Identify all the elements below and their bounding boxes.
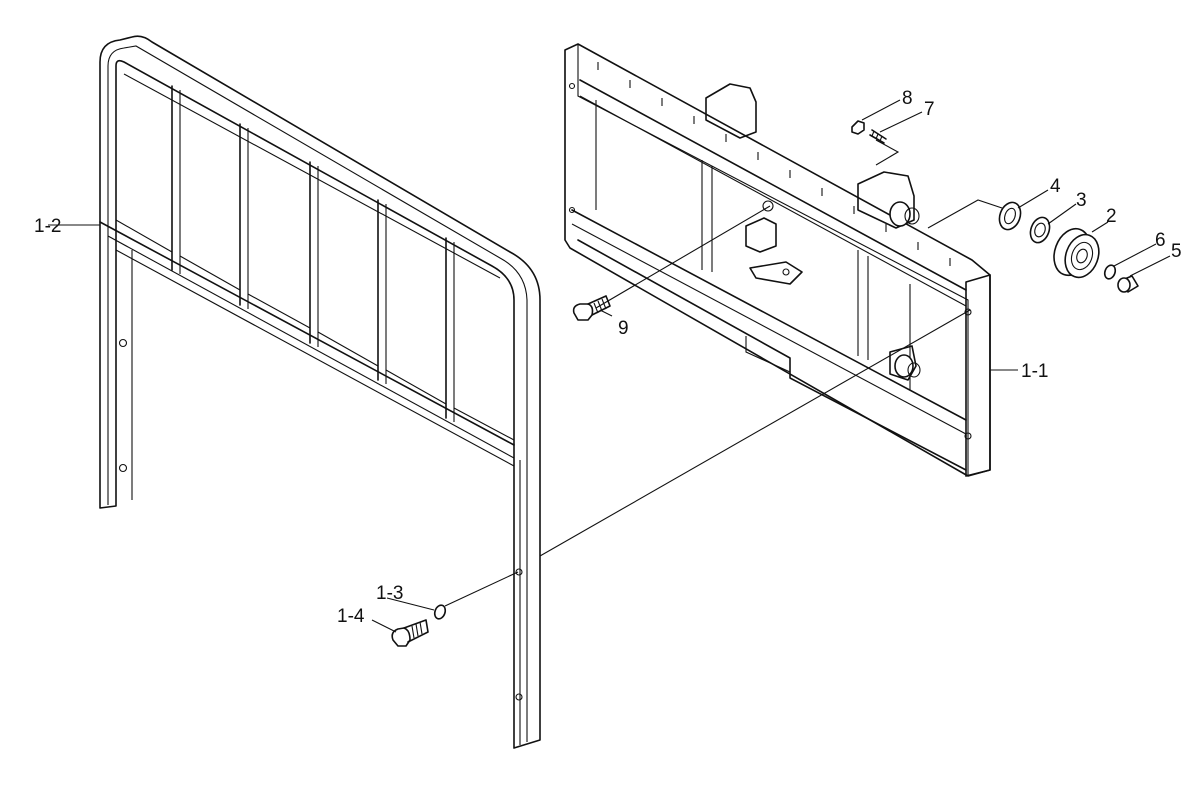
callout-1-2: 1-2 (34, 216, 61, 237)
callout-9: 9 (618, 318, 629, 339)
part-1-3-washer (433, 604, 447, 620)
callout-3: 3 (1076, 190, 1087, 211)
part-2-roller (1053, 227, 1100, 279)
part-6-snap-ring (1103, 264, 1117, 280)
callout-1-1: 1-1 (1021, 361, 1048, 382)
fork-carriage (564, 43, 991, 477)
assembly-lines (48, 99, 1171, 633)
callout-7: 7 (924, 99, 935, 120)
load-backrest-frame (99, 35, 541, 749)
part-8-nut (851, 120, 865, 135)
part-9-bolt (572, 295, 611, 321)
part-3-washer (1029, 216, 1051, 244)
callout-2: 2 (1106, 206, 1117, 227)
part-5-cap (1117, 275, 1139, 293)
part-7-screw (869, 129, 887, 144)
callout-6: 6 (1155, 230, 1166, 251)
callout-1-4: 1-4 (337, 606, 365, 627)
part-1-4-bolt (391, 619, 429, 647)
callout-4: 4 (1050, 176, 1061, 197)
part-4-washer (998, 201, 1022, 231)
callout-8: 8 (902, 88, 913, 109)
callout-1-3: 1-3 (376, 583, 403, 604)
callout-5: 5 (1171, 241, 1182, 262)
